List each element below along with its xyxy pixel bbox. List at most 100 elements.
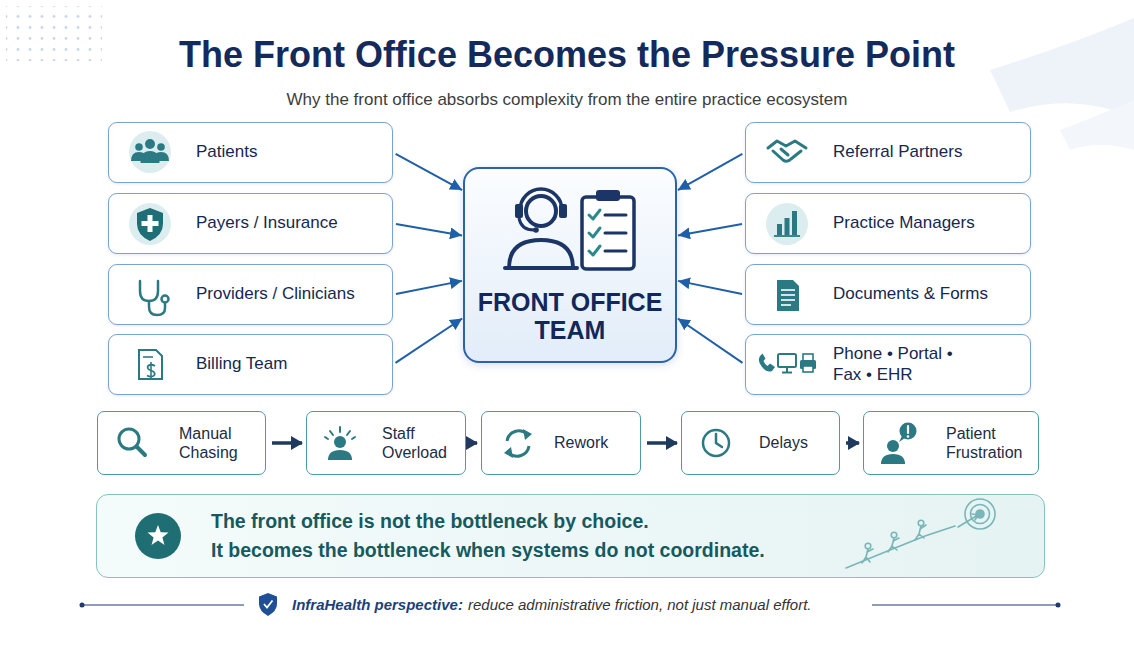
text-holder: The front office is not the bottleneck b… <box>97 495 1044 577</box>
input-arrow <box>678 318 743 362</box>
rework-icon <box>504 429 532 458</box>
channel-icons <box>782 372 792 374</box>
bar-chart-icon <box>774 235 800 237</box>
clock-icon <box>703 430 729 456</box>
magnifier-icon <box>137 447 146 456</box>
node-label: It becomes the bottleneck when systems d… <box>211 536 1044 565</box>
frustration-icon <box>907 426 909 433</box>
source-box: Practice Managers <box>745 193 1031 254</box>
overload-icon <box>325 437 355 439</box>
rework-icon <box>504 447 513 458</box>
channel-icons <box>803 366 813 372</box>
frustration-icon <box>899 436 905 442</box>
payer-shield-icon <box>129 203 171 245</box>
rework-icon <box>507 431 527 441</box>
payer-shield-icon <box>148 215 153 232</box>
effect-step: Staff Overload <box>306 411 466 475</box>
bar-chart-icon <box>792 211 797 235</box>
climbers-illustration <box>865 543 871 549</box>
footer-rule <box>872 605 1058 606</box>
front-office-icon <box>589 228 600 237</box>
patients-icon <box>145 139 155 149</box>
front-office-icon <box>526 196 556 226</box>
input-arrow <box>396 281 462 294</box>
handshake-icon <box>768 141 806 148</box>
climbers-illustration <box>958 514 978 527</box>
frustration-icon <box>887 440 899 452</box>
patients-icon <box>129 131 171 173</box>
document-icon <box>781 299 795 301</box>
rework-icon <box>509 446 529 456</box>
source-box: Patients <box>108 122 393 183</box>
frustration-icon <box>881 423 917 465</box>
document-icon <box>777 280 799 311</box>
source-box: Payers / Insurance <box>108 193 393 254</box>
channel-icons <box>786 367 788 372</box>
footer-rule <box>80 603 85 608</box>
text-holder: Referral Partners <box>746 123 1030 182</box>
dot-grid <box>6 6 102 61</box>
flow-arrow <box>846 441 859 445</box>
input-arrow <box>678 281 742 294</box>
node-label: Rework <box>554 433 608 452</box>
source-box: Referral Partners <box>745 122 1031 183</box>
text-holder: Providers / Clinicians <box>109 265 392 324</box>
text-holder: Staff Overload <box>307 412 465 474</box>
patients-icon <box>135 143 143 151</box>
source-box: Billing Team <box>108 334 393 395</box>
text-holder: Manual Chasing <box>98 412 265 474</box>
magnifier-icon <box>119 429 145 455</box>
text-holder: Patients <box>109 123 392 182</box>
handshake-icon <box>773 151 801 161</box>
magnifier-icon <box>119 429 139 449</box>
hub-box: FRONT OFFICE TEAM <box>463 167 677 363</box>
frustration-icon <box>881 454 905 464</box>
frustration-icon <box>907 435 910 438</box>
text-holder: Phone • Portal • Fax • EHR <box>746 335 1030 394</box>
input-arrow <box>678 224 742 235</box>
corner-swoosh <box>1060 100 1134 150</box>
patients-icon <box>131 152 145 161</box>
node-label: Patient Frustration <box>946 424 1038 462</box>
node-label: Payers / Insurance <box>196 213 338 233</box>
bar-chart-icon <box>766 203 808 245</box>
input-arrow <box>396 154 462 190</box>
handshake-icon <box>768 141 806 161</box>
front-office-icon <box>519 218 534 230</box>
channel-icons <box>803 354 813 361</box>
channel-icons <box>778 354 796 367</box>
effect-step: Delays <box>681 411 840 475</box>
climbers-illustration <box>891 532 897 538</box>
front-office-icon <box>582 197 634 269</box>
shield-icon <box>259 593 277 616</box>
text-holder: FRONT OFFICE TEAM <box>465 169 675 361</box>
front-office-icon <box>505 189 634 269</box>
channel-icons <box>800 360 816 369</box>
flow-arrow <box>272 441 302 445</box>
front-office-icon <box>605 250 626 253</box>
payer-shield-icon <box>142 221 159 226</box>
node-label: Providers / Clinicians <box>196 284 355 304</box>
billing-doc-icon <box>139 350 162 379</box>
source-box: Phone • Portal • Fax • EHR <box>745 334 1031 395</box>
front-office-icon <box>605 232 626 235</box>
node-label: Patients <box>196 142 257 162</box>
billing-doc-icon <box>139 350 162 379</box>
front-office-icon <box>589 246 600 255</box>
climbers-illustration <box>971 505 990 524</box>
stethoscope-icon <box>140 281 158 301</box>
front-office-icon <box>596 190 620 201</box>
text-holder: Documents & Forms <box>746 265 1030 324</box>
node-label: Manual Chasing <box>179 424 265 462</box>
text-holder: Billing Team <box>109 335 392 394</box>
flow-arrow <box>472 441 477 445</box>
stethoscope-icon <box>140 281 169 315</box>
patients-icon <box>155 152 169 161</box>
climbers-illustration <box>976 510 984 518</box>
frustration-icon <box>900 423 917 440</box>
patients-icon <box>157 143 165 151</box>
text-holder: Practice Managers <box>746 194 1030 253</box>
climbers-illustration <box>862 549 873 563</box>
billing-doc-icon <box>143 356 153 358</box>
